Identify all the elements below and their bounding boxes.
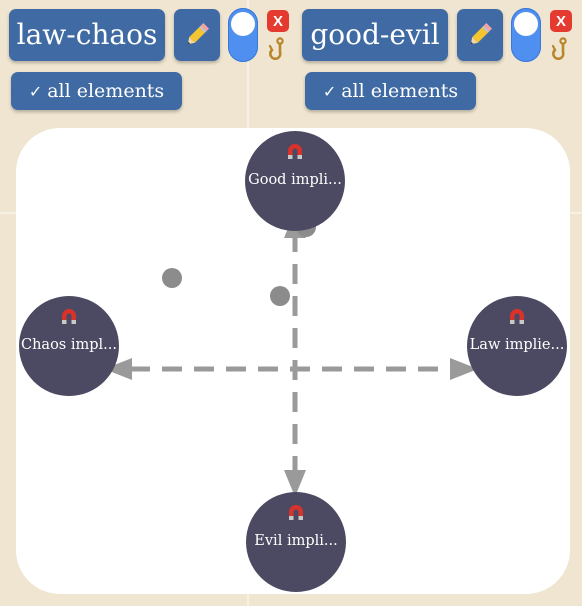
- edit-axis-law-chaos-button[interactable]: [174, 9, 220, 61]
- down-arrowhead: [284, 470, 306, 497]
- right-arrowhead: [450, 358, 478, 380]
- axis-good-evil-toggle[interactable]: [511, 8, 541, 62]
- toggle-knob: [514, 12, 538, 36]
- remove-axis-law-chaos-button[interactable]: X: [267, 10, 289, 32]
- close-label: X: [555, 12, 566, 30]
- remove-axis-good-evil-button[interactable]: X: [550, 10, 572, 32]
- pole-chaos[interactable]: Chaos impl...: [19, 296, 119, 396]
- magnet-icon: [62, 309, 76, 324]
- pole-good[interactable]: Good impli...: [245, 131, 345, 231]
- pole-label: Evil impli...: [254, 533, 338, 549]
- hook-icon[interactable]: [550, 37, 572, 61]
- pencil-icon: [470, 22, 493, 45]
- pole-evil[interactable]: Evil impli...: [246, 492, 346, 592]
- axis-law-chaos-toggle[interactable]: [228, 8, 258, 62]
- axis-good-evil-button[interactable]: good-evil: [302, 9, 448, 61]
- hook-icon[interactable]: [267, 37, 289, 61]
- pole-label: Chaos impl...: [21, 337, 117, 353]
- magnet-icon: [289, 505, 303, 520]
- all-elements-label: all elements: [47, 80, 165, 102]
- pole-label: Law implie...: [469, 337, 565, 353]
- left-arrowhead: [104, 358, 132, 380]
- axis-name: good-evil: [310, 18, 440, 51]
- axis-law-chaos-button[interactable]: law-chaos: [9, 9, 165, 61]
- all-elements-law-chaos-button[interactable]: ✓ all elements: [11, 72, 182, 110]
- element-dot[interactable]: [270, 286, 290, 306]
- axis-name: law-chaos: [16, 18, 158, 51]
- check-icon: ✓: [28, 81, 43, 101]
- pole-label: Good impli...: [248, 172, 342, 188]
- edit-axis-good-evil-button[interactable]: [457, 9, 503, 61]
- toggle-knob: [231, 12, 255, 36]
- check-icon: ✓: [322, 81, 337, 101]
- all-elements-good-evil-button[interactable]: ✓ all elements: [305, 72, 476, 110]
- pencil-icon: [187, 22, 210, 45]
- element-dot[interactable]: [162, 268, 182, 288]
- magnet-icon: [288, 144, 302, 159]
- pole-law[interactable]: Law implie...: [467, 296, 567, 396]
- close-label: X: [272, 12, 283, 30]
- magnet-icon: [510, 309, 524, 324]
- all-elements-label: all elements: [341, 80, 459, 102]
